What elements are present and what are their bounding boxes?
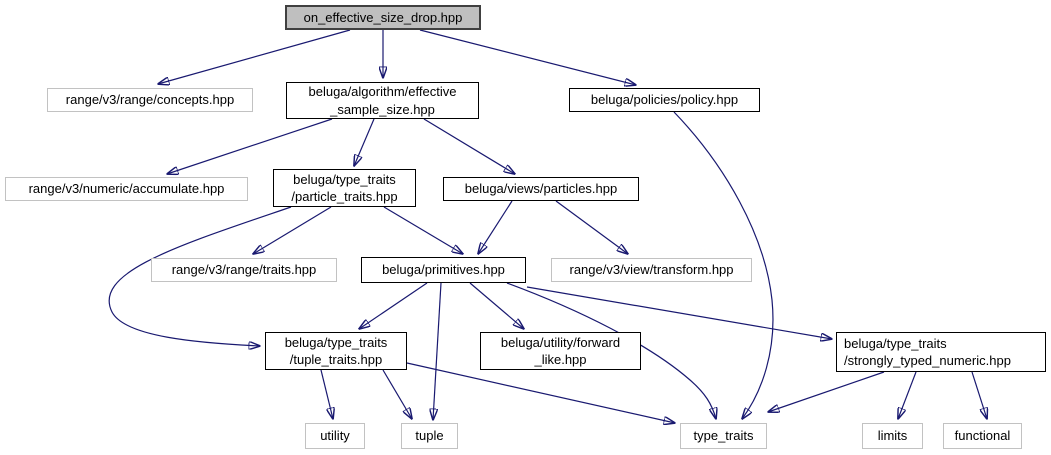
edge-primitives-to-tuple-traits <box>359 282 428 329</box>
node-functional: functional <box>943 423 1022 449</box>
edge-primitives-to-tuple <box>433 282 442 420</box>
edge-tuple-traits-to-utility <box>320 369 333 419</box>
edge-particle-traits-to-tuple-traits <box>108 206 292 346</box>
node-on-effective-size-drop: on_effective_size_drop.hpp <box>285 5 481 30</box>
edge-main-to-policy <box>419 29 636 85</box>
node-range-v3-range-traits: range/v3/range/traits.hpp <box>151 258 337 282</box>
edge-strongly-typed-to-type-traits <box>768 371 885 412</box>
edge-ess-to-particles <box>423 118 515 174</box>
edge-policy-to-type-traits <box>673 111 774 419</box>
node-range-v3-range-concepts: range/v3/range/concepts.hpp <box>47 88 253 112</box>
edge-primitives-to-type-traits <box>506 282 716 419</box>
node-strongly-typed-numeric[interactable]: beluga/type_traits /strongly_typed_numer… <box>836 332 1046 372</box>
edge-ess-to-particle-traits <box>354 118 375 166</box>
edge-strongly-typed-to-functional <box>971 371 987 419</box>
edge-particles-to-primitives <box>478 200 513 254</box>
edge-ess-to-accumulate <box>167 118 333 174</box>
node-limits: limits <box>862 423 923 449</box>
edge-particle-traits-to-range-traits <box>253 206 332 254</box>
node-range-v3-view-transform: range/v3/view/transform.hpp <box>551 258 752 282</box>
node-range-v3-numeric-accumulate: range/v3/numeric/accumulate.hpp <box>5 177 248 201</box>
edge-primitives-to-forward-like <box>469 282 524 329</box>
node-tuple-traits[interactable]: beluga/type_traits /tuple_traits.hpp <box>265 332 407 370</box>
node-primitives[interactable]: beluga/primitives.hpp <box>361 257 526 283</box>
edge-main-to-concepts <box>158 29 351 84</box>
node-policy[interactable]: beluga/policies/policy.hpp <box>569 88 760 112</box>
node-particle-traits[interactable]: beluga/type_traits /particle_traits.hpp <box>273 169 416 207</box>
node-utility: utility <box>305 423 365 449</box>
node-views-particles[interactable]: beluga/views/particles.hpp <box>443 177 639 201</box>
edge-primitives-to-strongly-typed <box>526 286 832 339</box>
edge-tuple-traits-to-type-traits <box>406 362 675 423</box>
edge-particles-to-transform <box>555 200 628 254</box>
node-tuple: tuple <box>401 423 458 449</box>
edge-particle-traits-to-primitives <box>383 206 463 254</box>
node-effective-sample-size[interactable]: beluga/algorithm/effective _sample_size.… <box>286 82 479 119</box>
node-type-traits: type_traits <box>680 423 767 449</box>
edge-strongly-typed-to-limits <box>898 371 917 419</box>
node-forward-like[interactable]: beluga/utility/forward _like.hpp <box>480 332 641 370</box>
edge-tuple-traits-to-tuple <box>382 369 412 419</box>
